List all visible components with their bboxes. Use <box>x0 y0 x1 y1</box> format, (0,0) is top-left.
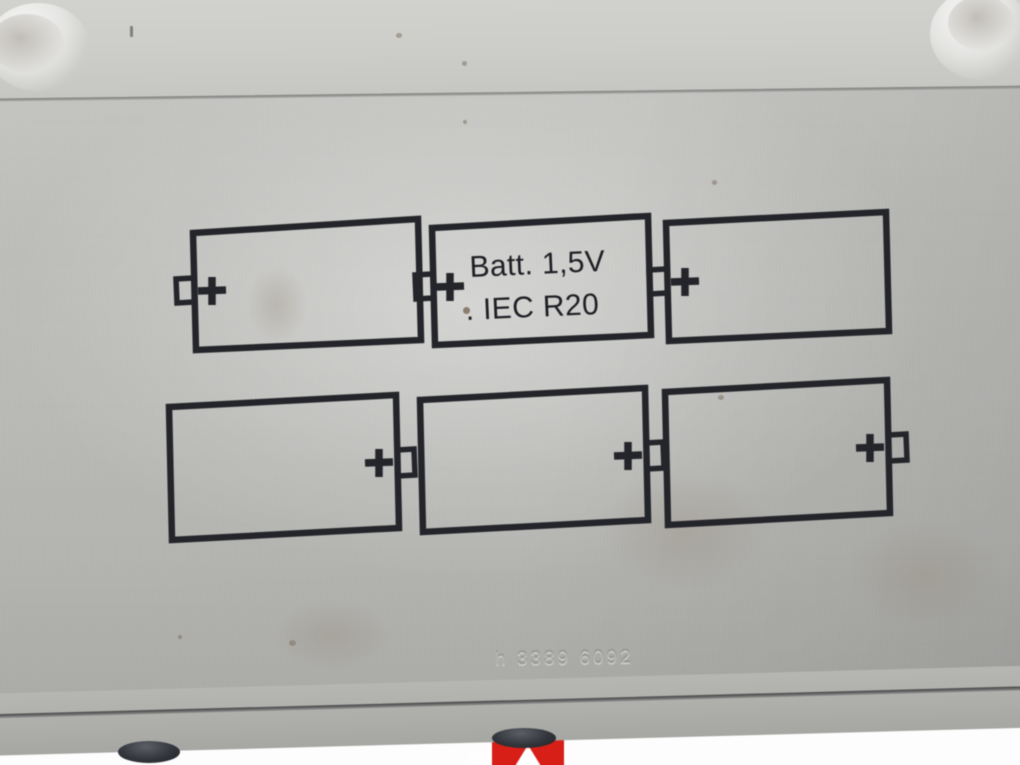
rubber-foot-right <box>492 728 556 748</box>
molded-serial-text: h 3389 6092 <box>494 646 634 671</box>
surface-speck <box>396 33 402 38</box>
surface-scuff <box>600 470 770 590</box>
surface-scuff <box>272 600 392 670</box>
surface-scuff <box>850 520 1000 630</box>
surface-speck <box>463 120 467 124</box>
surface-speck <box>130 26 133 37</box>
surface-speck <box>712 180 717 185</box>
surface-scuff <box>247 266 307 344</box>
surface-speck <box>463 307 470 314</box>
surface-speck <box>178 635 182 639</box>
surface-speck <box>718 395 724 400</box>
red-object-notch <box>512 745 544 765</box>
surface-speck <box>462 61 467 66</box>
housing-top-strip <box>0 0 1020 99</box>
rubber-foot-left <box>118 741 180 763</box>
